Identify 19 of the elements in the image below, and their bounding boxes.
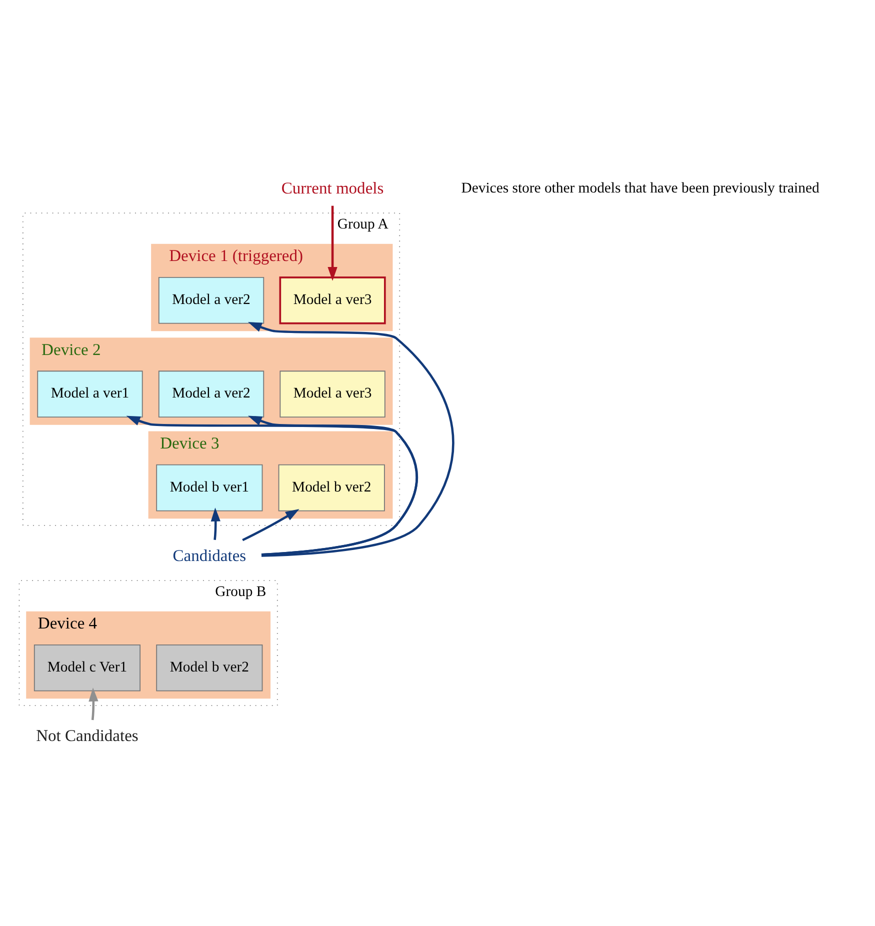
node-box: Model a ver2	[158, 370, 264, 418]
node-box: Model a ver1	[37, 370, 143, 418]
node-box: Model b ver2	[278, 464, 385, 512]
node-text: Candidates	[172, 546, 246, 565]
node-box: Model a ver3	[279, 276, 386, 324]
node-box: Model c Ver1	[34, 644, 141, 692]
arrow	[88, 688, 98, 720]
node-text: Current models	[281, 178, 384, 198]
arrow	[126, 416, 418, 556]
arrow	[328, 206, 338, 281]
node-box: Model a ver2	[158, 276, 264, 324]
node-box: Model b ver1	[156, 464, 263, 512]
arrow	[210, 508, 220, 540]
label: Devices store other models that have been previously trained	[461, 180, 820, 197]
node-box: Model b ver2	[156, 644, 263, 692]
arrow	[242, 509, 300, 542]
node-text: Not Candidates	[36, 726, 138, 745]
arrow	[248, 322, 454, 557]
node-box: Model a ver3	[280, 370, 386, 418]
